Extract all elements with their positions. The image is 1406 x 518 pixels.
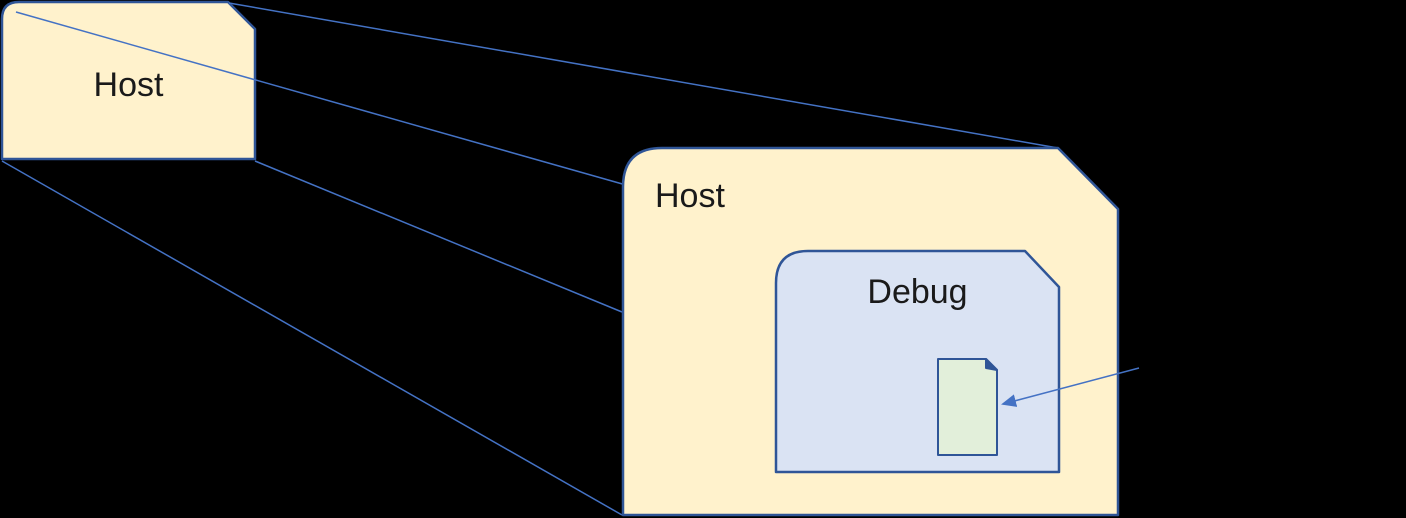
pointer-arrow-icon — [1001, 367, 1140, 407]
host-box-small — [0, 0, 257, 161]
debug-box — [774, 249, 1061, 474]
zoom-connector-bottom-right — [254, 160, 623, 313]
document-icon — [937, 358, 998, 456]
zoom-connector-top-right — [228, 2, 1059, 149]
zoom-connector-bottom-left — [1, 160, 623, 516]
zoom-connector-top-left — [15, 11, 634, 188]
document-fold-corner-icon — [985, 358, 998, 371]
